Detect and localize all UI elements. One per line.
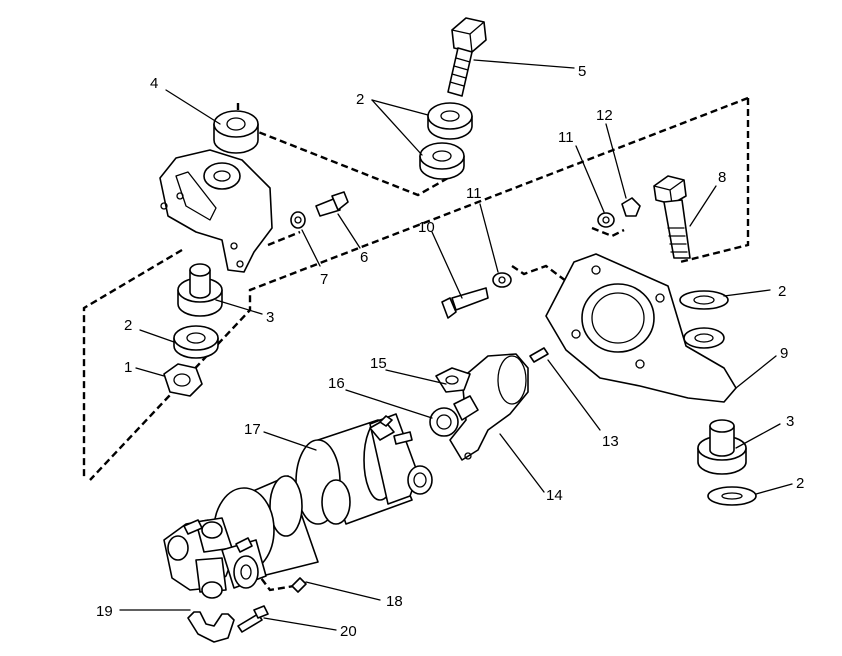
- part-fitting-18: [291, 577, 307, 593]
- part-screw-6: [315, 191, 349, 217]
- part-bearing-cap-15: [435, 367, 471, 393]
- part-yoke-14: [449, 353, 529, 461]
- callout-9: 9: [780, 345, 788, 362]
- part-washer-2-right: [707, 486, 757, 506]
- callout-2-top: 2: [356, 91, 364, 108]
- part-mounting-plate-9: [545, 253, 737, 403]
- callout-2-right-upper: 2: [778, 283, 786, 300]
- callout-1: 1: [124, 359, 132, 376]
- callout-3-right: 3: [786, 413, 794, 430]
- part-shaft-tube-17: [295, 413, 433, 525]
- part-bushing-4: [213, 110, 259, 154]
- callout-14: 14: [546, 487, 563, 504]
- callout-4: 4: [150, 75, 158, 92]
- callout-18: 18: [386, 593, 403, 610]
- callout-11-left: 11: [466, 185, 482, 202]
- part-nut-12: [621, 197, 641, 217]
- callout-16: 16: [328, 375, 345, 392]
- assembly-dashed-lines: [82, 96, 750, 592]
- callout-12: 12: [596, 107, 613, 124]
- part-clamp-19: [187, 611, 235, 643]
- part-washer-11-left: [492, 272, 512, 288]
- callout-17: 17: [244, 421, 261, 438]
- callout-10: 10: [418, 219, 435, 236]
- part-bushing-3-right: [697, 419, 747, 475]
- callout-3-left: 3: [266, 309, 274, 326]
- part-left-bracket: [159, 149, 273, 273]
- callout-6: 6: [360, 249, 368, 266]
- part-bolt-8: [653, 175, 691, 259]
- callout-11-right: 11: [558, 129, 574, 146]
- leader-lines: [119, 59, 793, 631]
- callout-19: 19: [96, 603, 113, 620]
- part-key-13: [529, 347, 549, 363]
- part-washer-7: [290, 211, 306, 229]
- callout-labels: 4 2 5 12 11 8 11 10 6 7 3 2 1 2 9 3 2 15…: [96, 63, 804, 640]
- part-washer-11-right: [597, 212, 615, 228]
- callout-2-left: 2: [124, 317, 132, 334]
- part-bolt-10: [441, 287, 489, 319]
- part-cross-16: [429, 395, 479, 437]
- part-universal-joint: [163, 517, 267, 599]
- part-bolt-5: [447, 17, 487, 97]
- callout-7: 7: [320, 271, 328, 288]
- callout-20: 20: [340, 623, 357, 640]
- callout-5: 5: [578, 63, 586, 80]
- callout-2-right-lower: 2: [796, 475, 804, 492]
- part-screw-20: [237, 605, 269, 633]
- callout-8: 8: [718, 169, 726, 186]
- part-bushing-3-left: [177, 263, 223, 317]
- callout-15: 15: [370, 355, 387, 372]
- part-washer-2-left: [173, 325, 219, 359]
- part-washer-2-upper: [419, 102, 473, 180]
- part-nut-1: [163, 363, 203, 397]
- callout-13: 13: [602, 433, 619, 450]
